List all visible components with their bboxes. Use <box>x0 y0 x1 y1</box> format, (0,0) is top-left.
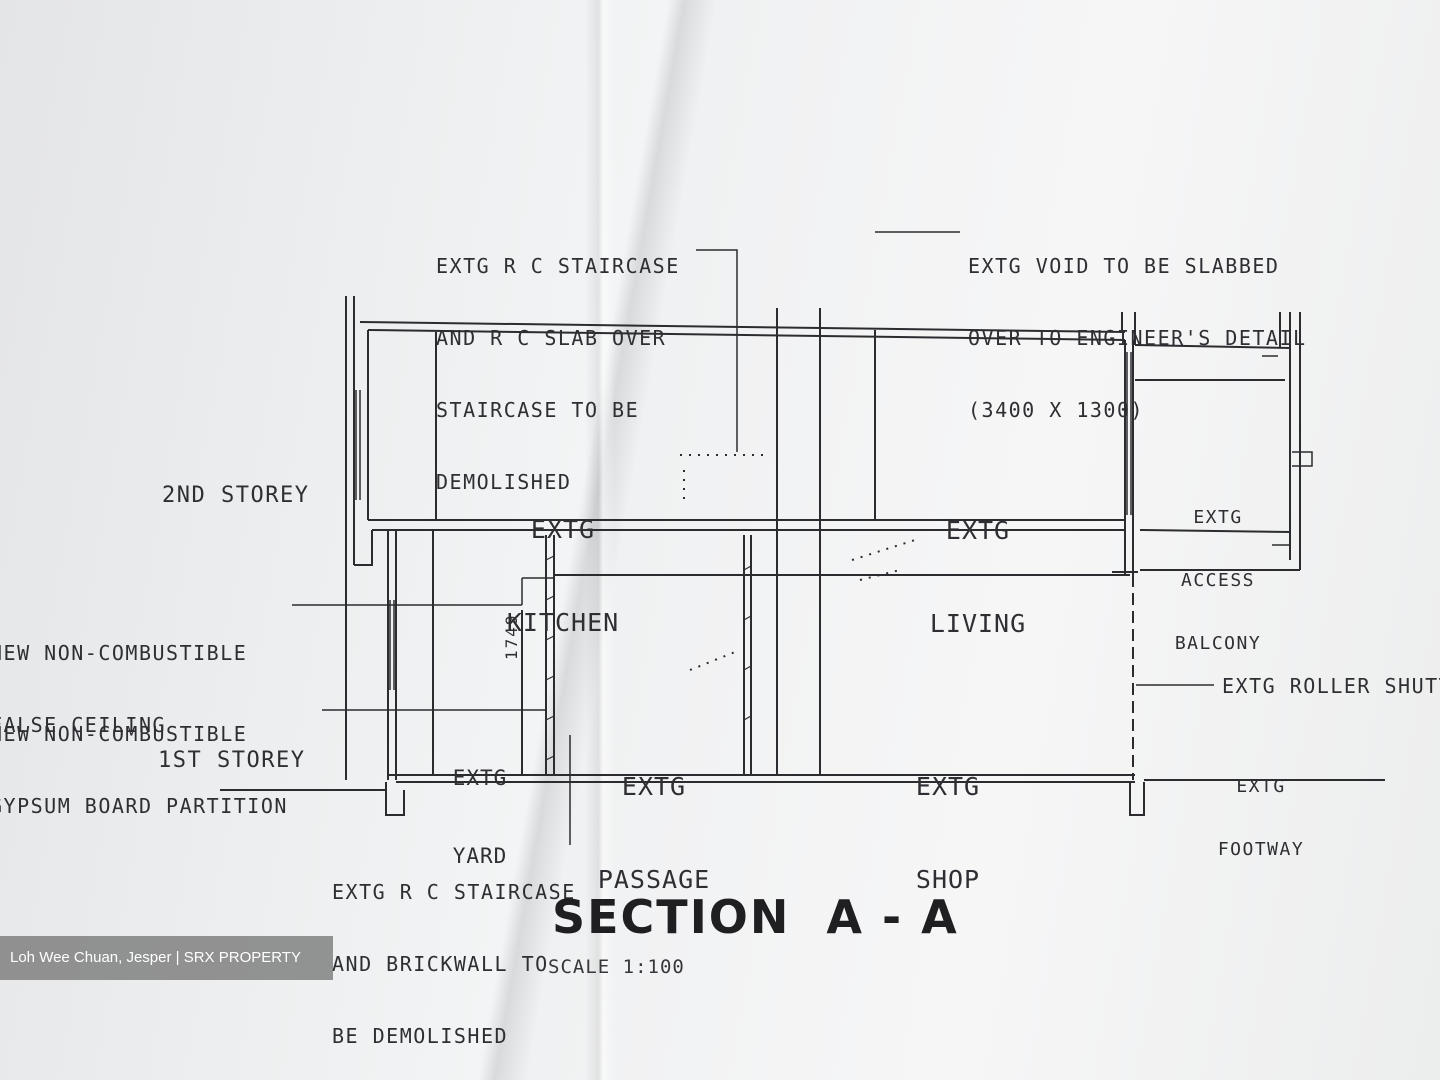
note-line: OVER TO ENGINEER'S DETAIL <box>968 326 1307 350</box>
note-void: EXTG VOID TO BE SLABBED OVER TO ENGINEER… <box>968 206 1307 446</box>
room-line: BALCONY <box>1174 633 1262 654</box>
right-window <box>1126 352 1132 515</box>
note-line: EXTG R C STAIRCASE <box>332 880 576 904</box>
dimension-label: 1749 <box>502 613 521 660</box>
first-left-window <box>389 600 395 690</box>
first-left-wall <box>387 530 434 780</box>
transfer-beam <box>555 571 1138 576</box>
room-line: LIVING <box>929 609 1027 638</box>
right-parapet <box>1121 312 1301 560</box>
false-ceiling-line <box>521 577 555 605</box>
note-line: FALSE CEILING <box>0 713 167 737</box>
note-roller-shutter: EXTG ROLLER SHUTTER <box>1222 674 1440 698</box>
note-line: EXTG R C STAIRCASE <box>436 254 680 278</box>
room-line: EXTG <box>621 772 687 801</box>
room-line: PASSAGE <box>597 865 711 894</box>
room-line: EXTG <box>1193 507 1243 528</box>
ground-slab <box>388 774 1135 783</box>
right-wall <box>1124 340 1134 575</box>
room-line: YARD <box>452 844 508 868</box>
left-window <box>355 390 361 500</box>
scale-label: SCALE 1:100 <box>548 956 685 978</box>
room-line: KITCHEN <box>506 608 620 637</box>
note-line: GYPSUM BOARD PARTITION <box>0 794 288 818</box>
room-kitchen: EXTG KITCHEN <box>498 452 628 669</box>
room-line: EXTG <box>530 515 596 544</box>
note-line: BE DEMOLISHED <box>332 1024 509 1048</box>
ground-line <box>220 779 1385 791</box>
storey-label-2nd: 2ND STOREY <box>162 483 310 508</box>
note-line: DEMOLISHED <box>436 470 572 494</box>
ground-footing <box>385 782 1145 816</box>
stair-dots <box>680 454 916 671</box>
room-balcony: EXTG ACCESS BALCONY <box>1168 465 1268 675</box>
second-floor-slab <box>368 519 1125 531</box>
note-line: AND R C SLAB OVER <box>436 326 667 350</box>
balcony-detail <box>1262 355 1313 560</box>
note-line: AND BRICKWALL TO <box>332 952 549 976</box>
photo-credit: Loh Wee Chuan, Jesper | SRX PROPERTY <box>0 936 333 980</box>
note-line: NEW NON-COMBUSTIBLE <box>0 641 248 665</box>
balcony-slab <box>1134 344 1301 571</box>
room-line: ACCESS <box>1180 570 1256 591</box>
note-line: EXTG VOID TO BE SLABBED <box>968 254 1280 278</box>
room-line: FOOTWAY <box>1217 839 1305 860</box>
note-line: STAIRCASE TO BE <box>436 398 640 422</box>
passage-hatch <box>743 565 752 721</box>
room-line: EXTG <box>452 766 508 790</box>
note-staircase-top: EXTG R C STAIRCASE AND R C SLAB OVER STA… <box>436 206 680 518</box>
section-title: SECTION A - A <box>552 890 959 944</box>
left-wall <box>345 296 373 780</box>
room-line: SHOP <box>915 865 981 894</box>
room-line: EXTG <box>915 772 981 801</box>
room-living: EXTG LIVING <box>918 453 1038 670</box>
roof-slab <box>359 321 1126 341</box>
room-yard: EXTG YARD <box>442 713 518 895</box>
room-line: EXTG <box>945 516 1011 545</box>
note-staircase-bottom: EXTG R C STAIRCASE AND BRICKWALL TO BE D… <box>332 832 576 1072</box>
upper-column <box>776 308 821 775</box>
room-shop: EXTG SHOP <box>898 709 998 926</box>
note-false-ceiling: NEW NON-COMBUSTIBLE FALSE CEILING <box>0 593 247 761</box>
passage-wall <box>743 535 752 775</box>
room-passage: EXTG PASSAGE <box>584 709 724 926</box>
partition-hatch <box>545 555 555 761</box>
storey-label-1st: 1ST STOREY <box>158 748 306 773</box>
leader-staircase-top <box>696 249 738 452</box>
note-line: NEW NON-COMBUSTIBLE <box>0 722 248 746</box>
room-footway: EXTG FOOTWAY <box>1208 734 1314 881</box>
partition-wall <box>545 535 555 775</box>
paper-fold <box>585 0 615 1080</box>
note-line: (3400 X 1300) <box>968 398 1145 422</box>
note-partition: NEW NON-COMBUSTIBLE GYPSUM BOARD PARTITI… <box>0 674 288 842</box>
room-line: EXTG <box>1236 776 1286 797</box>
